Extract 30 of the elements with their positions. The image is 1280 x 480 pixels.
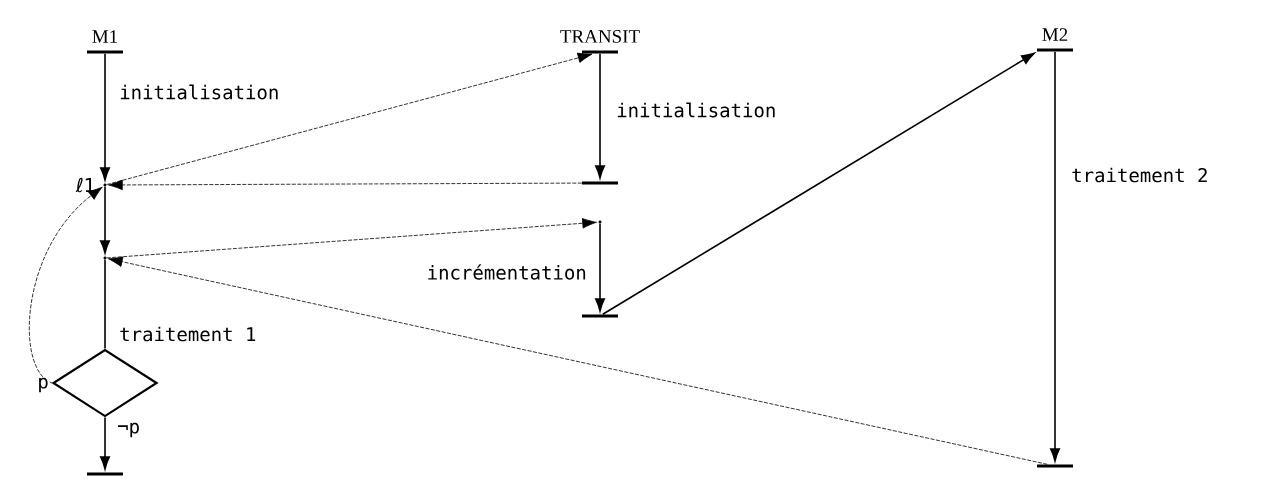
column-heading: M1 [92, 30, 118, 43]
arrow [100, 185, 110, 254]
arrow [100, 416, 110, 470]
column-heading: M2 [1042, 28, 1068, 41]
bar [1037, 48, 1073, 52]
edge-label: traitement 2 [1070, 166, 1210, 184]
bar [1037, 464, 1073, 468]
bar [582, 181, 618, 185]
arrow [100, 52, 110, 181]
edge-label: traitement 1 [118, 325, 258, 343]
column-heading: TRANSIT [560, 30, 640, 43]
edge-label: initialisation [118, 83, 281, 101]
arrow [1050, 50, 1060, 462]
bar [582, 50, 618, 54]
arrow [106, 218, 597, 259]
arrow [595, 222, 605, 312]
arrow [108, 256, 1048, 465]
arrow [602, 52, 1035, 316]
arrow [595, 52, 605, 179]
edge-label: incrémentation [425, 263, 588, 281]
bar [87, 472, 123, 476]
edge-label: p [36, 376, 50, 394]
edge-label: initialisation [615, 101, 778, 119]
bar [87, 50, 123, 54]
bar [582, 314, 618, 318]
edge-label: ¬p [116, 421, 142, 439]
point-label: ℓ1 [75, 177, 95, 193]
arrow [106, 52, 593, 185]
arrow [28, 186, 103, 384]
arrow [108, 179, 583, 191]
